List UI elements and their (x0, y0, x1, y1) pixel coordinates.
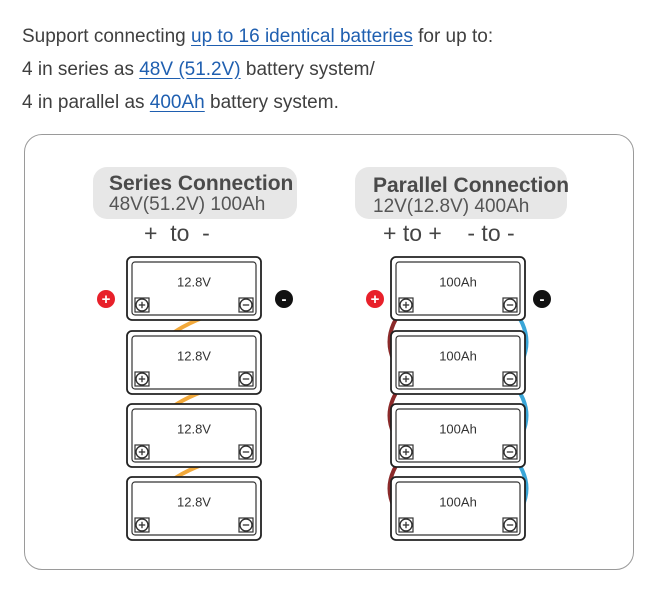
parallel-battery-3-case (390, 403, 526, 468)
parallel-battery-2-label: 100Ah (439, 349, 477, 364)
series-positive-badge-icon-disc (97, 290, 115, 308)
diagram-panel (24, 134, 634, 570)
parallel-battery-2-lid (395, 335, 521, 390)
intro-line-2: 4 in series as 48V (51.2V) battery syste… (22, 53, 642, 86)
series-battery-1-label: 12.8V (177, 275, 211, 290)
intro-text: Support connecting up to 16 identical ba… (22, 20, 642, 119)
series-battery-4-negative-terminal-icon (239, 518, 253, 532)
parallel-battery-3-positive-terminal-icon (399, 445, 413, 459)
parallel-battery-4-lid (395, 481, 521, 536)
series-battery-4: 12.8V (126, 476, 262, 541)
series-battery-2-case (126, 330, 262, 395)
series-battery-3-case (126, 403, 262, 468)
parallel-positive-badge-icon-symbol: + (371, 291, 380, 308)
parallel-positive-badge-icon: + (366, 290, 384, 308)
series-battery-4-label: 12.8V (177, 495, 211, 510)
series-battery-1-case (126, 256, 262, 321)
series-battery-3: 12.8V (126, 403, 262, 468)
series-subtitle: 48V(51.2V) 100Ah (109, 194, 266, 215)
parallel-title: Parallel Connection (373, 174, 570, 197)
parallel-battery-3-negative-terminal-icon (503, 445, 517, 459)
link-400ah[interactable]: 400Ah (149, 92, 205, 113)
parallel-subtitle: 12V(12.8V) 400Ah (373, 196, 530, 217)
parallel-battery-4-case (390, 476, 526, 541)
series-battery-4-positive-terminal-icon (135, 518, 149, 532)
series-battery-2-label: 12.8V (177, 349, 211, 364)
intro-line-3-tail: battery system. (204, 92, 339, 113)
series-battery-2-lid (131, 335, 257, 390)
parallel-battery-1-case (390, 256, 526, 321)
parallel-battery-1-label: 100Ah (439, 275, 477, 290)
parallel-battery-3-lid (395, 408, 521, 463)
series-battery-1-positive-terminal-icon (135, 298, 149, 312)
series-battery-1-negative-terminal-icon (239, 298, 253, 312)
intro-line-2-tail: battery system/ (240, 59, 375, 80)
intro-line-3: 4 in parallel as 400Ah battery system. (22, 86, 642, 119)
parallel-battery-2-case (390, 330, 526, 395)
intro-line-1-text: Support connecting (22, 26, 192, 47)
series-battery-1: 12.8V (126, 256, 262, 321)
series-battery-3-negative-terminal-icon (239, 445, 253, 459)
series-battery-2-negative-terminal-icon (239, 372, 253, 386)
link-48v[interactable]: 48V (51.2V) (139, 59, 241, 80)
intro-line-2-text: 4 in series as (22, 59, 140, 80)
series-battery-3-positive-terminal-icon (135, 445, 149, 459)
parallel-battery-1-positive-terminal-icon (399, 298, 413, 312)
parallel-battery-3-label: 100Ah (439, 422, 477, 437)
parallel-battery-4: 100Ah (390, 476, 526, 541)
intro-line-3-text: 4 in parallel as (22, 92, 150, 113)
series-negative-badge-icon-symbol: - (282, 291, 287, 308)
series-title-box: Series Connection 48V(51.2V) 100Ah (93, 167, 297, 219)
series-negative-badge-icon: - (275, 290, 293, 308)
series-battery-4-lid (131, 481, 257, 536)
parallel-battery-1-negative-terminal-icon (503, 298, 517, 312)
intro-line-1-tail: for up to: (412, 26, 494, 47)
series-battery-1-lid (131, 261, 257, 316)
series-title: Series Connection (109, 172, 294, 195)
parallel-battery-1: 100Ah (390, 256, 526, 321)
parallel-battery-2-negative-terminal-icon (503, 372, 517, 386)
parallel-battery-4-negative-terminal-icon (503, 518, 517, 532)
intro-line-1: Support connecting up to 16 identical ba… (22, 20, 642, 53)
parallel-battery-3: 100Ah (390, 403, 526, 468)
series-positive-badge-icon-symbol: + (102, 291, 111, 308)
parallel-negative-badge-icon: - (533, 290, 551, 308)
parallel-battery-4-positive-terminal-icon (399, 518, 413, 532)
parallel-polarity-label: + to + - to - (383, 220, 515, 246)
parallel-negative-badge-icon-symbol: - (540, 291, 545, 308)
parallel-battery-1-lid (395, 261, 521, 316)
parallel-battery-2-positive-terminal-icon (399, 372, 413, 386)
series-battery-3-label: 12.8V (177, 422, 211, 437)
series-positive-badge-icon: + (97, 290, 115, 308)
parallel-positive-badge-icon-disc (366, 290, 384, 308)
series-battery-2: 12.8V (126, 330, 262, 395)
series-battery-2-positive-terminal-icon (135, 372, 149, 386)
parallel-battery-4-label: 100Ah (439, 495, 477, 510)
parallel-title-box: Parallel Connection 12V(12.8V) 400Ah (355, 167, 570, 219)
parallel-battery-2: 100Ah (390, 330, 526, 395)
series-battery-3-lid (131, 408, 257, 463)
series-polarity-label: + to - (144, 220, 210, 246)
link-identical-batteries[interactable]: up to 16 identical batteries (191, 26, 413, 47)
series-negative-badge-icon-disc (275, 290, 293, 308)
parallel-negative-badge-icon-disc (533, 290, 551, 308)
series-battery-4-case (126, 476, 262, 541)
